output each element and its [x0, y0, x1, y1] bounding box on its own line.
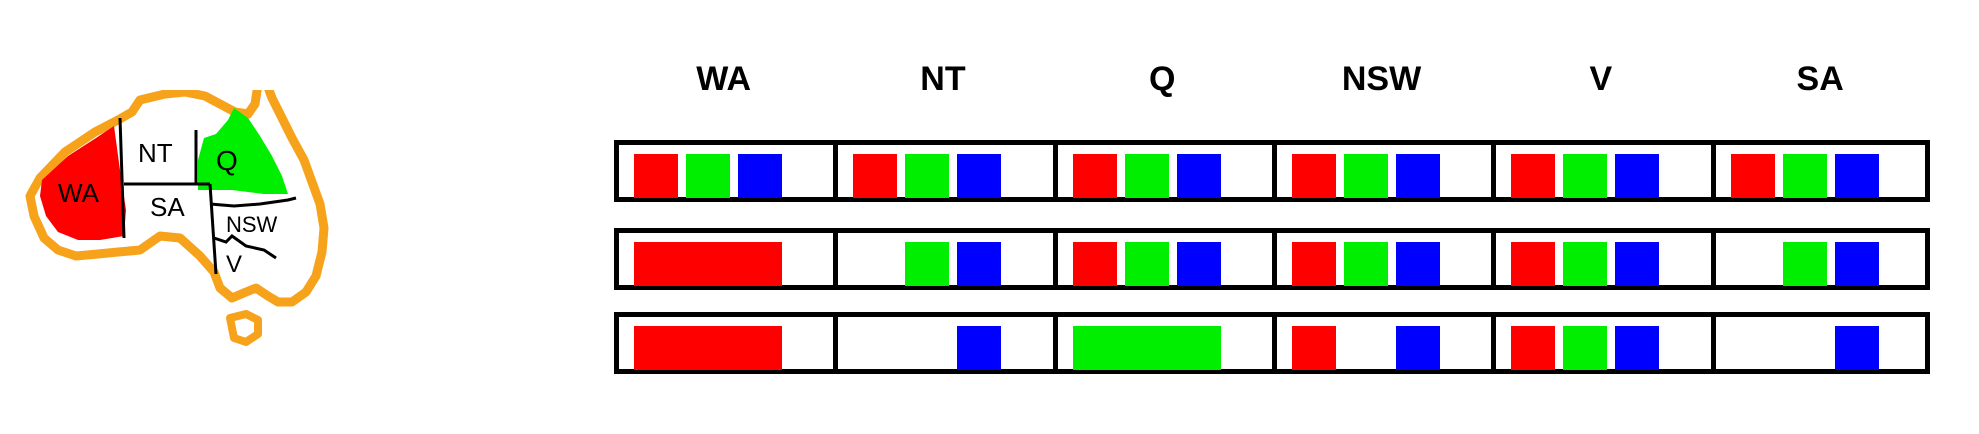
blue-swatch: [1395, 326, 1440, 370]
blue-swatch: [1395, 154, 1440, 198]
green-swatch: [905, 242, 950, 286]
blue-swatch: [957, 326, 1002, 370]
domain-cell-q: [1052, 145, 1272, 198]
blue-swatch: [738, 154, 782, 198]
column-header-nt: NT: [920, 60, 966, 98]
assigned-green-bar: [1072, 326, 1221, 370]
tasmania-outline: [226, 310, 262, 346]
state-borders: [118, 117, 297, 275]
region-q: [198, 108, 288, 194]
red-swatch: [1511, 326, 1556, 370]
red-swatch: [1072, 242, 1117, 286]
domain-cell-nsw: [1271, 233, 1491, 286]
green-swatch: [1343, 242, 1388, 286]
red-swatch: [1511, 154, 1556, 198]
blue-swatch: [1615, 242, 1660, 286]
domain-cell-nsw: [1271, 317, 1491, 370]
red-swatch: [1072, 154, 1117, 198]
red-swatch: [1291, 242, 1336, 286]
blue-swatch: [1834, 154, 1879, 198]
red-swatch: [853, 154, 898, 198]
domain-cell-wa: [619, 145, 833, 198]
blue-swatch: [1615, 326, 1660, 370]
blue-swatch: [1834, 242, 1879, 286]
blue-swatch: [1176, 154, 1221, 198]
blue-swatch: [1176, 242, 1221, 286]
blue-swatch: [957, 154, 1002, 198]
domain-row-1: [614, 140, 1930, 202]
assigned-red-bar: [634, 242, 782, 286]
column-header-q: Q: [1149, 60, 1176, 98]
domain-cell-wa: [619, 233, 833, 286]
domain-cell-v: [1491, 233, 1710, 286]
green-swatch: [1124, 242, 1169, 286]
green-swatch: [1343, 154, 1388, 198]
column-header-nsw: NSW: [1341, 60, 1422, 98]
domain-table: WA NT Q NSW V SA: [614, 60, 1934, 400]
domain-cell-nt: [833, 145, 1052, 198]
column-header-sa: SA: [1796, 60, 1844, 98]
region-label-v: V: [226, 251, 242, 278]
region-label-wa: WA: [58, 178, 100, 208]
green-swatch: [686, 154, 730, 198]
domain-cell-sa: [1710, 233, 1930, 286]
red-swatch: [1291, 326, 1336, 370]
domain-cell-nt: [833, 233, 1052, 286]
column-header-wa: WA: [696, 60, 752, 98]
domain-cell-wa: [619, 317, 833, 370]
green-swatch: [1124, 154, 1169, 198]
green-swatch: [1563, 154, 1608, 198]
green-swatch: [1782, 154, 1827, 198]
green-swatch: [1782, 242, 1827, 286]
region-label-sa: SA: [150, 192, 185, 222]
green-swatch: [1563, 242, 1608, 286]
assigned-red-bar: [634, 326, 782, 370]
blue-swatch: [1615, 154, 1660, 198]
domain-cell-q: [1052, 233, 1272, 286]
red-swatch: [634, 154, 678, 198]
australia-map-svg: WA NT Q SA NSW V: [25, 77, 329, 346]
region-wa: [40, 126, 126, 240]
domain-cell-q: [1052, 317, 1272, 370]
domain-cell-nsw: [1271, 145, 1491, 198]
domain-cell-v: [1491, 145, 1710, 198]
domain-row-2: [614, 228, 1930, 290]
domain-cell-sa: [1710, 317, 1930, 370]
red-swatch: [1511, 242, 1556, 286]
green-swatch: [1563, 326, 1608, 370]
domain-cell-v: [1491, 317, 1710, 370]
blue-swatch: [1834, 326, 1879, 370]
domain-row-3: [614, 312, 1930, 374]
region-label-nsw: NSW: [226, 212, 278, 237]
red-swatch: [1291, 154, 1336, 198]
domain-cell-sa: [1710, 145, 1930, 198]
blue-swatch: [1395, 242, 1440, 286]
blue-swatch: [957, 242, 1002, 286]
region-label-q: Q: [216, 145, 238, 176]
red-swatch: [1730, 154, 1775, 198]
green-swatch: [905, 154, 950, 198]
region-label-nt: NT: [138, 138, 173, 168]
column-header-v: V: [1589, 60, 1613, 98]
australia-map: WA NT Q SA NSW V: [20, 77, 390, 400]
domain-cell-nt: [833, 317, 1052, 370]
